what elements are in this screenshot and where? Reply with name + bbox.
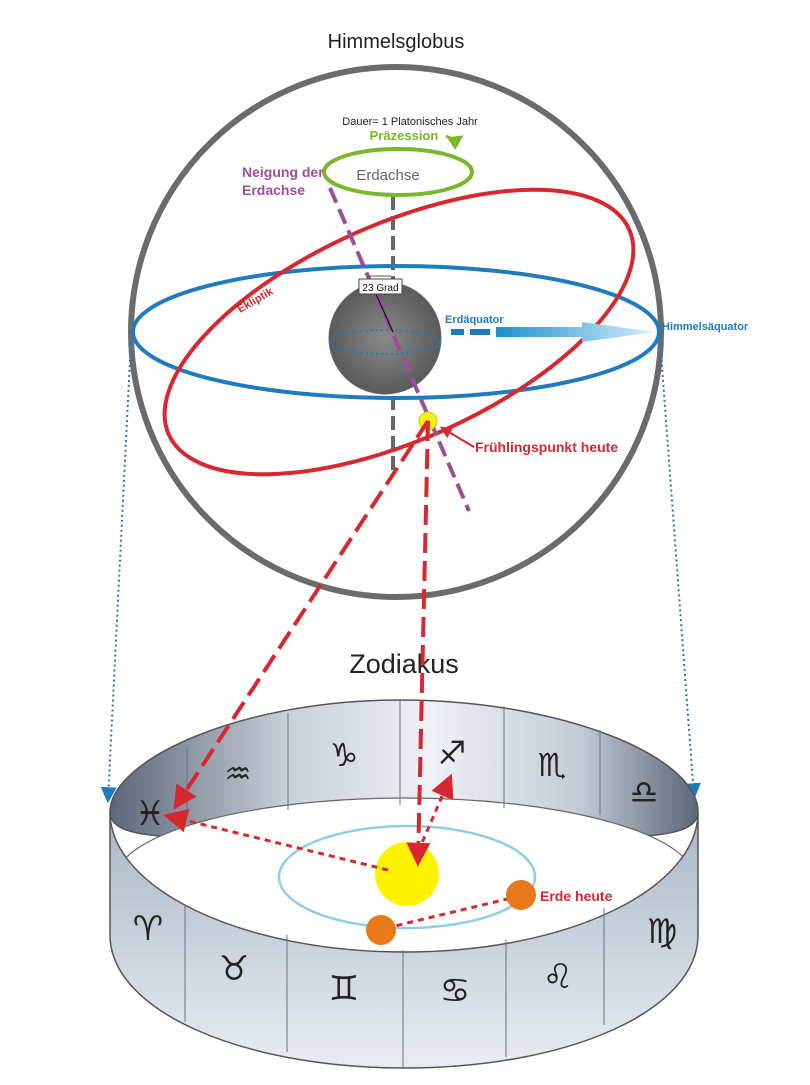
celestial-equator-label: Himmelsäquator xyxy=(662,321,749,333)
precession-arrow xyxy=(445,134,464,150)
tilt-label-line2: Erdachse xyxy=(242,182,305,198)
angle-line xyxy=(374,291,394,333)
zodiac-front-wall xyxy=(109,811,699,1069)
earth-axis-label: Erdachse xyxy=(356,167,419,184)
sign-aquarius: ♒ xyxy=(225,757,252,792)
vernal-arrow-sun xyxy=(406,420,431,867)
earth-sphere xyxy=(328,281,442,395)
earth-today-label: Erde heute xyxy=(540,888,613,904)
equator-arrow-shaft xyxy=(496,322,655,342)
earth-orbit xyxy=(277,824,537,930)
precession-ring xyxy=(322,147,474,197)
celestial-equator xyxy=(131,264,661,400)
earth-equator-front xyxy=(329,338,441,355)
projection-right xyxy=(659,339,702,800)
sign-gemini: ♊ xyxy=(329,969,359,1009)
equator-arrow-dash-2 xyxy=(470,329,490,335)
vernal-arrow-pisces xyxy=(173,419,430,811)
vernal-point-pointer xyxy=(439,426,475,448)
tilt-label-line1: Neigung der xyxy=(242,164,324,180)
degree-box xyxy=(358,278,403,295)
earth-today xyxy=(506,880,536,910)
sign-cancer: ♋ xyxy=(440,971,470,1011)
earth-opposite xyxy=(366,915,396,945)
sign-capricorn: ♑ xyxy=(330,736,359,774)
sign-virgo: ♍ xyxy=(647,912,677,952)
tilt-axis xyxy=(328,187,471,512)
sign-scorpio: ♏ xyxy=(538,746,567,784)
degree-label: 23 Grad xyxy=(362,283,398,294)
sign-libra: ♎ xyxy=(630,773,659,811)
zodiac-title: Zodiakus xyxy=(349,649,459,679)
earth-sun-line xyxy=(377,894,521,932)
sun xyxy=(375,842,439,906)
sign-pisces: ♓ xyxy=(135,794,165,834)
line-to-sagittarius xyxy=(416,773,454,853)
sign-sagittarius: ♐ xyxy=(438,734,467,772)
sign-aries: ♈ xyxy=(133,909,163,949)
precession-label: Präzession xyxy=(370,128,439,143)
globe-title: Himmelsglobus xyxy=(328,31,465,53)
duration-label: Dauer= 1 Platonisches Jahr xyxy=(342,116,478,128)
sign-leo: ♌ xyxy=(543,957,573,997)
sign-taurus: ♉ xyxy=(219,949,249,989)
line-to-pisces xyxy=(163,808,389,872)
equator-arrow-dash-1 xyxy=(451,329,464,335)
projection-left xyxy=(100,339,132,804)
vernal-point-label: Frühlingspunkt heute xyxy=(475,439,618,455)
earth-equator-label: Erdäquator xyxy=(445,314,504,326)
